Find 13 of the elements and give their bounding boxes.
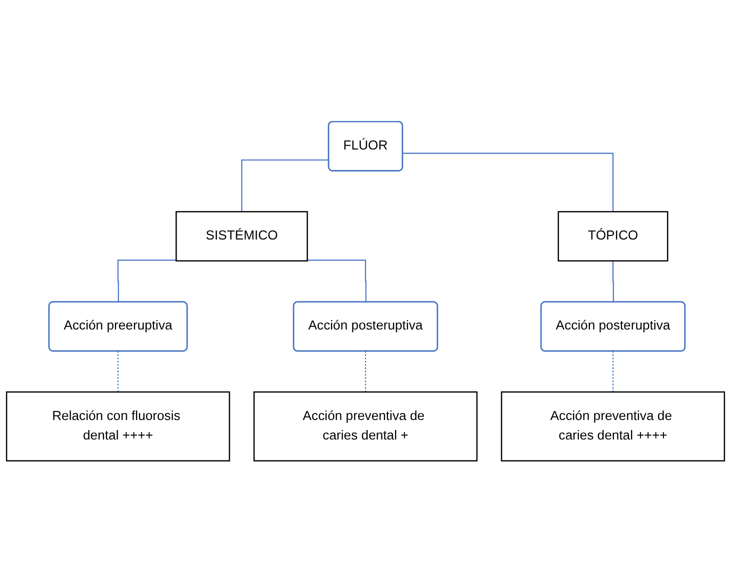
connector xyxy=(364,350,366,392)
connector xyxy=(612,260,614,302)
node-box: Relación con fluorosis dental ++++ xyxy=(6,391,230,462)
connector xyxy=(241,159,329,212)
connector xyxy=(307,259,366,302)
connector xyxy=(117,350,119,392)
node-box: SISTÉMICO xyxy=(176,210,308,262)
connector xyxy=(612,350,614,392)
node-box: Acción preventiva de caries dental ++++ xyxy=(500,391,726,462)
connector xyxy=(117,259,176,302)
node-box: TÓPICO xyxy=(558,210,668,262)
node-box: Acción preventiva de caries dental + xyxy=(253,391,478,462)
connector xyxy=(402,152,614,212)
